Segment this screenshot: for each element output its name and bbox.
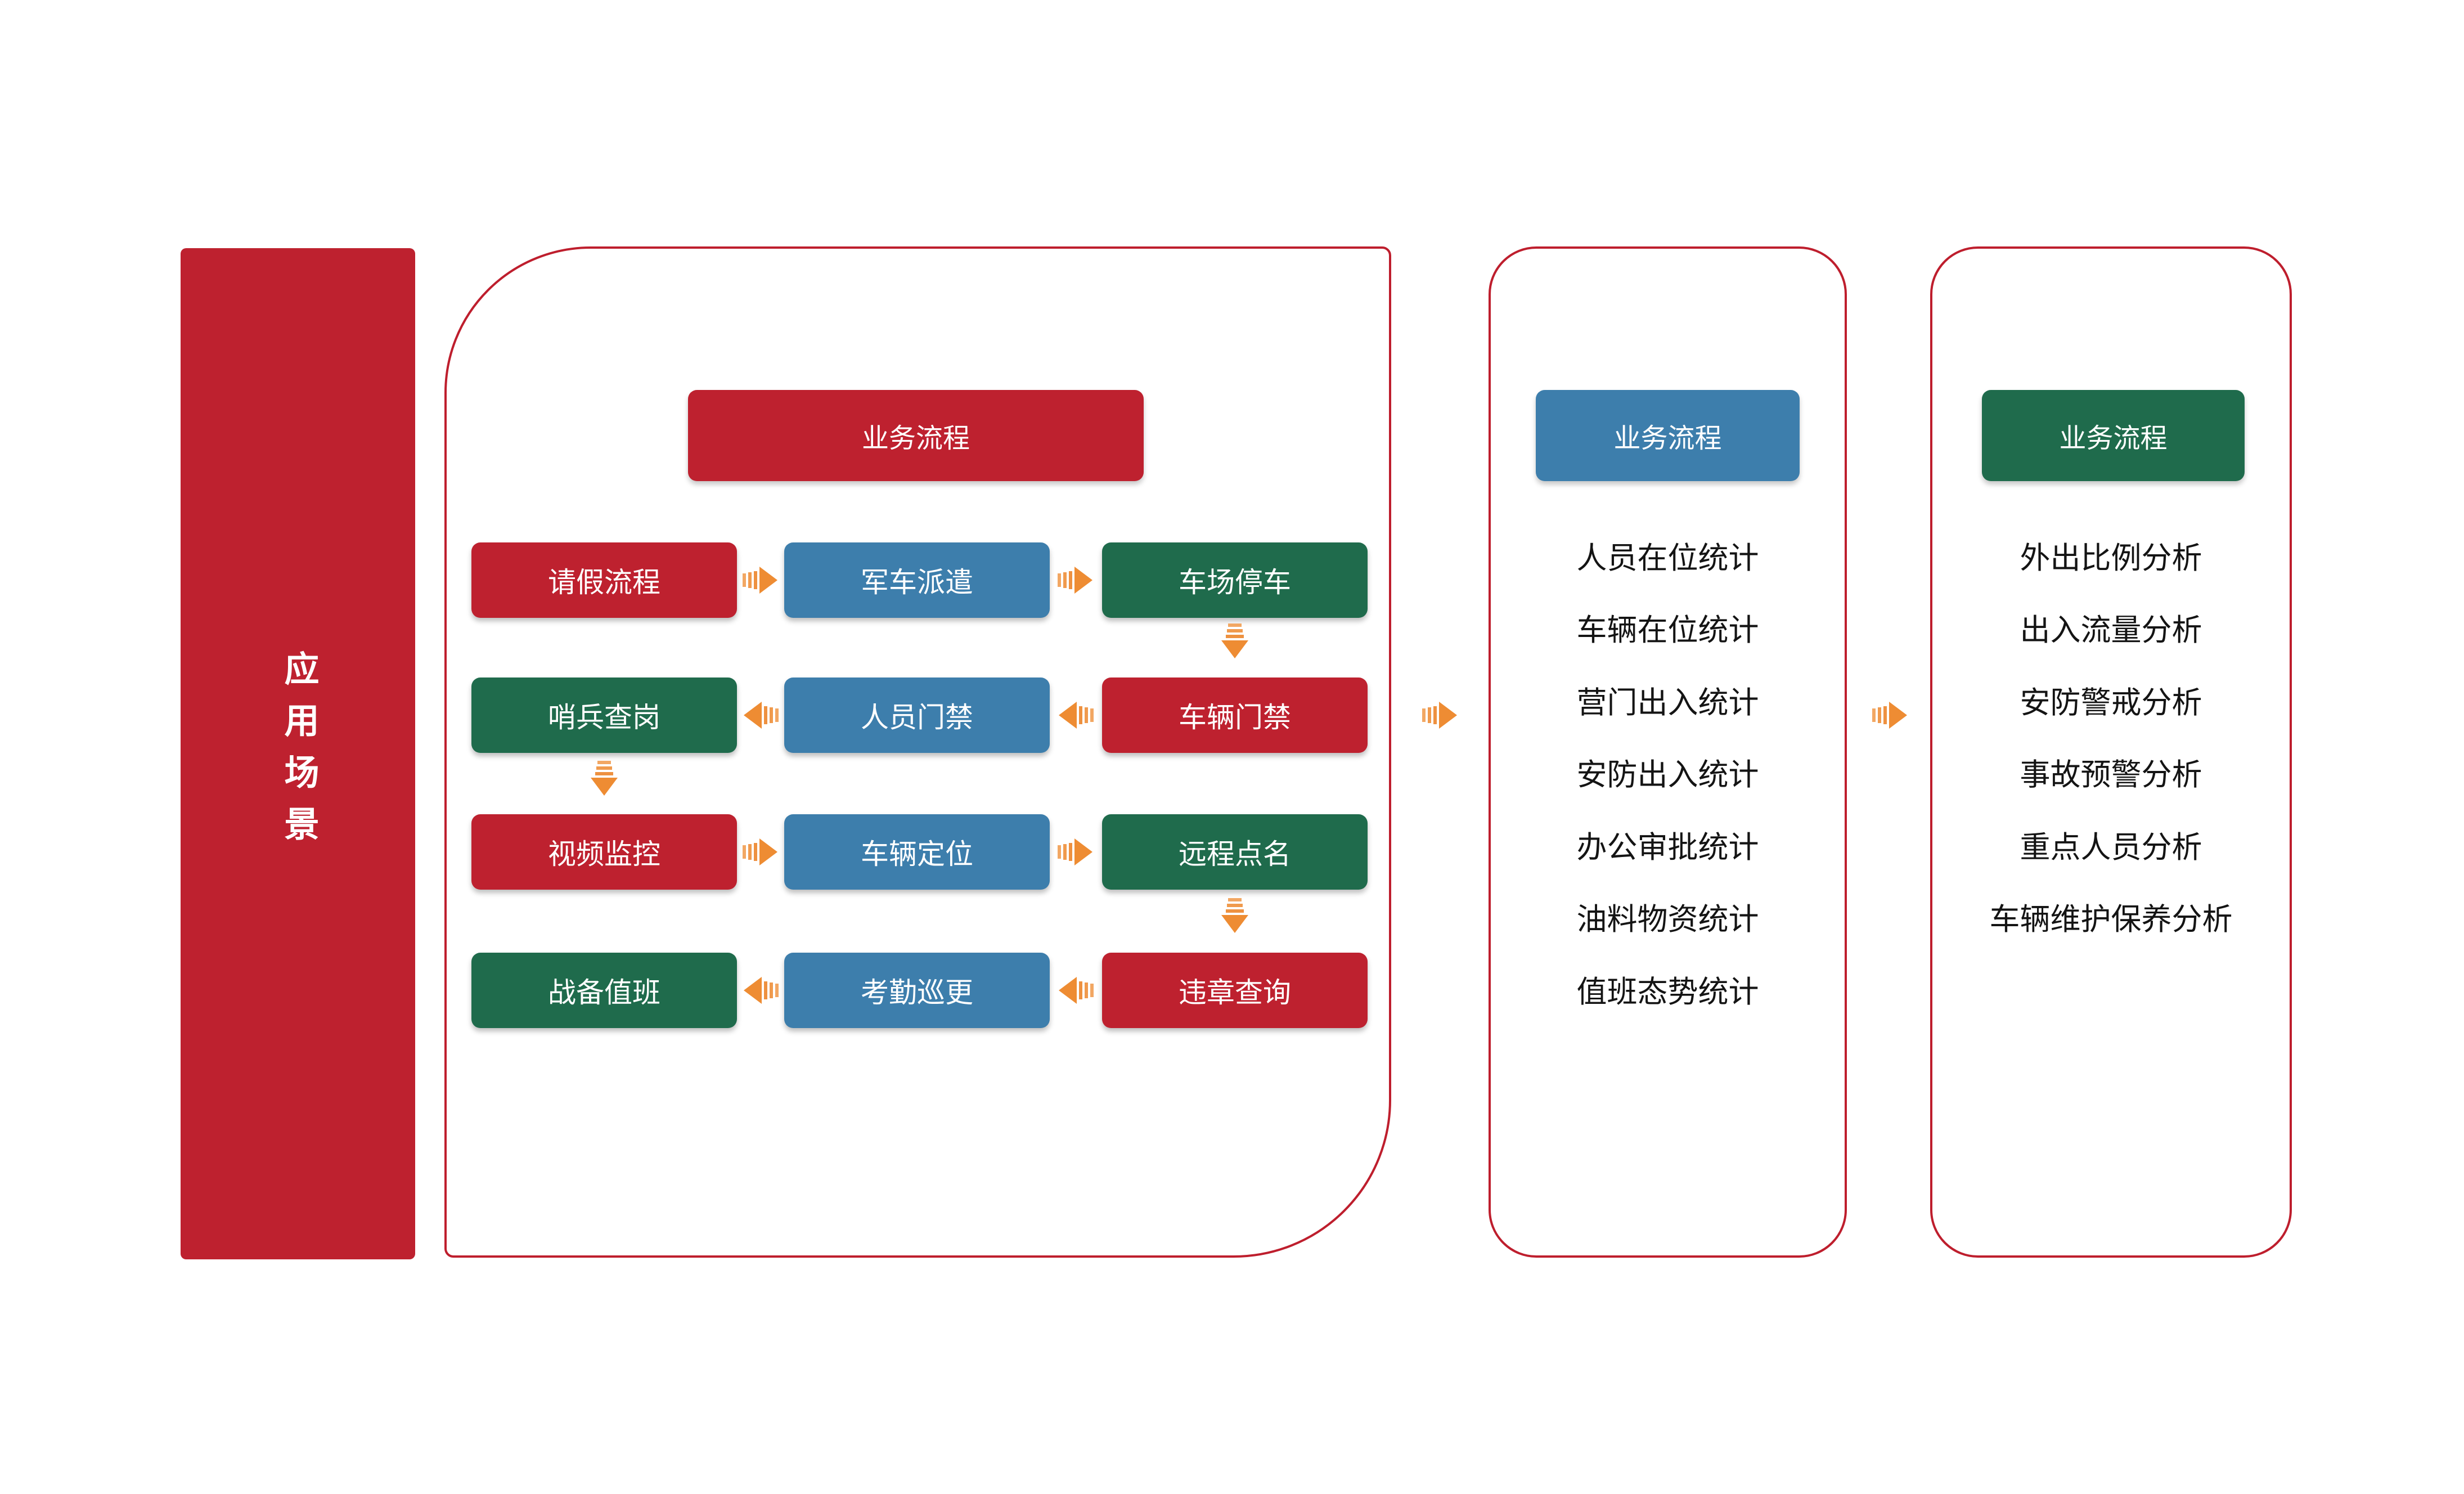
flow-box-vehicle-positioning: 车辆定位 [784,814,1050,890]
flow-box-violation-query: 违章查询 [1102,953,1368,1028]
arrow-left-icon [1058,701,1094,730]
arrow-left-icon [1058,976,1094,1005]
arrow-left-icon [743,701,779,730]
arrow-left-icon [743,976,779,1005]
sidebar-application-scenarios: 应用场景 [181,248,415,1259]
list-item: 安防出入统计 [1576,758,1759,792]
arrow-down-icon [1220,623,1249,659]
list-item: 值班态势统计 [1576,975,1759,1009]
flow-box-sentry-check: 哨兵查岗 [471,678,737,753]
flow-box-leave-process: 请假流程 [471,542,737,618]
list-item: 出入流量分析 [2020,613,2202,647]
list-item: 安防警戒分析 [2020,686,2202,720]
arrow-right-icon [743,566,779,595]
arrow-down-icon [1220,898,1249,934]
arrow-right-icon [1058,837,1094,867]
flow-box-personnel-access: 人员门禁 [784,678,1050,753]
flow-box-vehicle-access: 车辆门禁 [1102,678,1368,753]
arrow-down-icon [590,761,619,797]
list-item: 人员在位统计 [1576,541,1759,575]
list-item: 外出比例分析 [2020,541,2202,575]
list-item: 车辆在位统计 [1576,613,1759,647]
panel1-title: 业务流程 [688,390,1144,481]
list-item: 事故预警分析 [2020,758,2202,792]
list-item: 办公审批统计 [1576,831,1759,864]
list-item: 车辆维护保养分析 [1989,903,2233,936]
arrow-right-icon [1058,566,1094,595]
list-item: 营门出入统计 [1576,686,1759,720]
flow-box-depot-parking: 车场停车 [1102,542,1368,618]
flow-box-military-dispatch: 军车派遣 [784,542,1050,618]
panel3-title: 业务流程 [1982,390,2245,481]
arrow-right-icon [1422,701,1458,730]
list-item: 重点人员分析 [2020,831,2202,864]
flow-box-remote-rollcall: 远程点名 [1102,814,1368,890]
flow-box-video-surveillance: 视频监控 [471,814,737,890]
list-item: 油料物资统计 [1576,903,1759,936]
flow-box-attendance-patrol: 考勤巡更 [784,953,1050,1028]
flow-box-combat-duty: 战备值班 [471,953,737,1028]
arrow-right-icon [743,837,779,867]
sidebar-label: 应用场景 [278,650,318,858]
panel2-title: 业务流程 [1536,390,1800,481]
arrow-right-icon [1872,701,1908,730]
